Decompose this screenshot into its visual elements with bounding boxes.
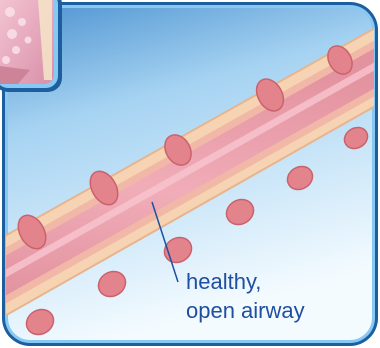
tissue-inset	[0, 0, 62, 92]
label-line-1: healthy,	[186, 269, 261, 294]
label-line-2: open airway	[186, 298, 305, 323]
